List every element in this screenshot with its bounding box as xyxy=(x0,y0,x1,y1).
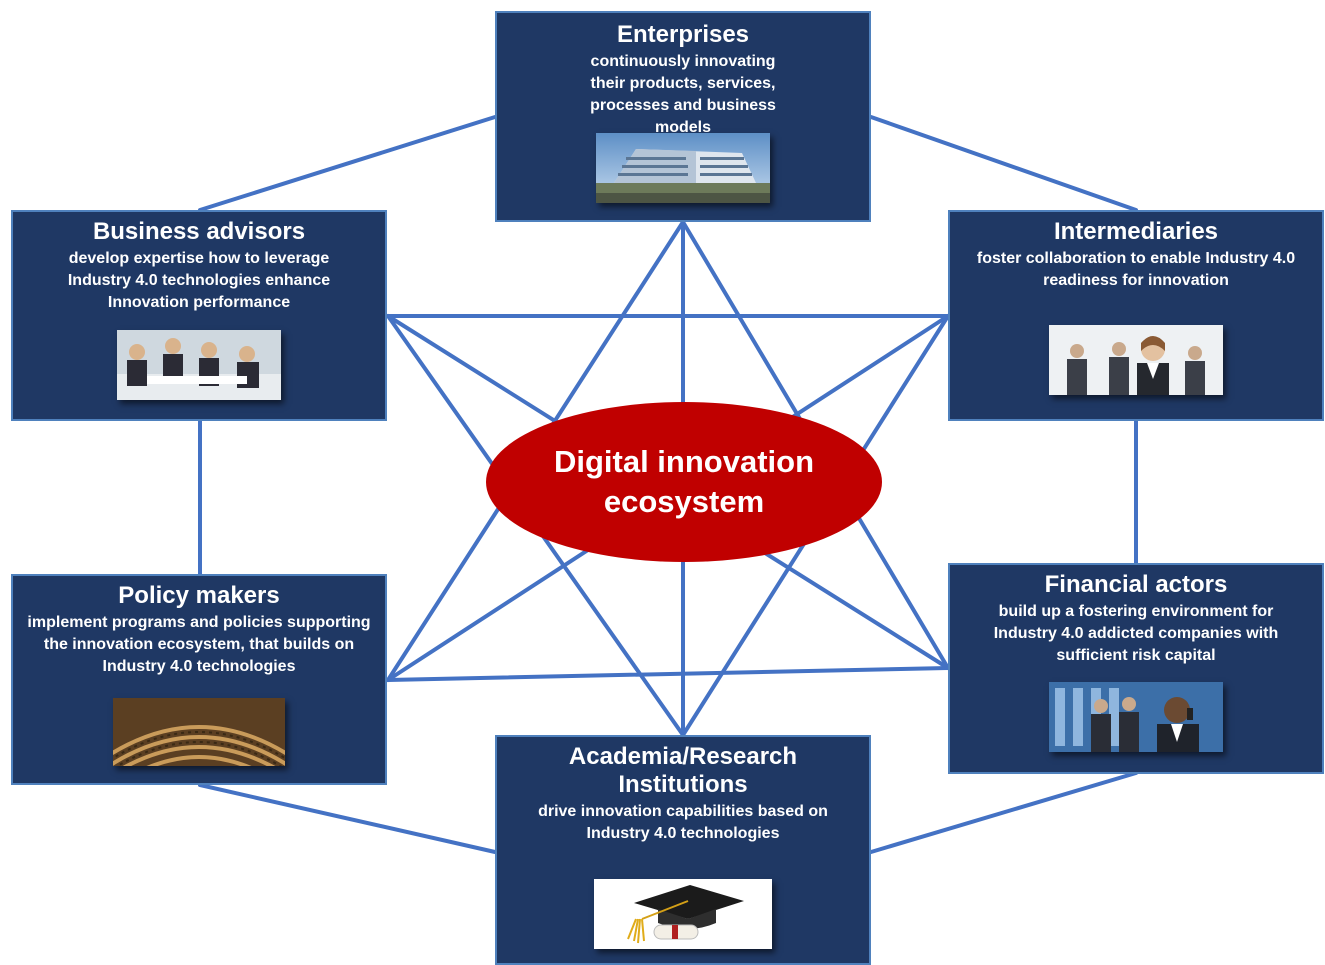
enterprises-description: continuously innovating their products, … xyxy=(590,53,776,136)
parliament-chamber-icon xyxy=(113,698,285,766)
academia-box: Academia/Research Institutions drive inn… xyxy=(495,735,871,965)
line-star-policy-financial xyxy=(386,666,950,682)
ecosystem-center-label: Digital innovation ecosystem xyxy=(553,444,815,519)
line-policy-makers-academia xyxy=(198,783,497,854)
policy-makers-description: implement programs and policies supporti… xyxy=(27,614,371,675)
enterprises-box: Enterprises continuously innovating thei… xyxy=(495,11,871,222)
business-advisors-description: develop expertise how to leverage Indust… xyxy=(67,250,331,311)
office-building-icon xyxy=(596,133,770,203)
businessmen-phone-icon xyxy=(1049,682,1223,752)
business-advisors-title: Business advisors xyxy=(92,218,306,245)
businesswoman-team-icon xyxy=(1049,325,1223,395)
policy-makers-box: Policy makers implement programs and pol… xyxy=(11,574,387,785)
financial-actors-box: Financial actors build up a fostering en… xyxy=(948,563,1324,774)
enterprises-title: Enterprises xyxy=(616,21,750,48)
graduation-cap-icon xyxy=(594,879,772,949)
line-financial-actors-academia xyxy=(869,771,1138,854)
line-enterprises-intermediaries xyxy=(869,115,1138,212)
ecosystem-center-ellipse: Digital innovation ecosystem xyxy=(486,402,882,562)
intermediaries-title: Intermediaries xyxy=(1053,218,1219,245)
academia-title: Academia/Research Institutions xyxy=(568,743,798,798)
academia-description: drive innovation capabilities based on I… xyxy=(538,803,828,842)
policy-makers-title: Policy makers xyxy=(118,582,280,609)
intermediaries-box: Intermediaries foster collaboration to e… xyxy=(948,210,1324,421)
financial-actors-title: Financial actors xyxy=(1044,571,1228,598)
line-enterprises-business-advisors xyxy=(198,115,497,212)
financial-actors-description: build up a fostering environment for Ind… xyxy=(993,603,1279,664)
intermediaries-description: foster collaboration to enable Industry … xyxy=(976,250,1296,289)
business-meeting-icon xyxy=(117,330,281,400)
business-advisors-box: Business advisors develop expertise how … xyxy=(11,210,387,421)
